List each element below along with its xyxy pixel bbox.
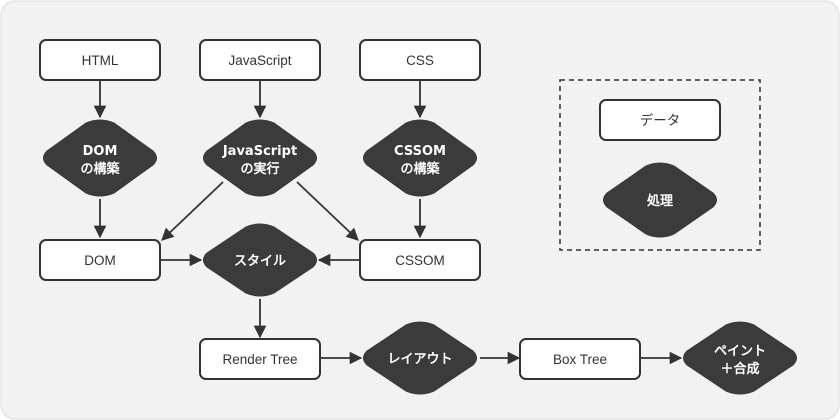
edges [93, 80, 683, 365]
legend-process-label: 処理 [646, 193, 673, 209]
node-js-exec-label-line2: の実行 [240, 161, 279, 177]
node-box-tree-label: Box Tree [553, 352, 607, 367]
node-cssom[interactable]: CSSOM [359, 239, 481, 281]
node-cssom-build-label-line2: の構築 [400, 161, 440, 177]
node-render-tree[interactable]: Render Tree [199, 338, 321, 380]
node-dom-build-label-line2: の構築 [80, 161, 120, 177]
node-render-tree-label: Render Tree [222, 352, 297, 367]
node-style-label: スタイル [234, 254, 286, 269]
node-js-exec[interactable]: JavaScript の実行 [203, 119, 317, 197]
node-style[interactable]: スタイル [203, 223, 317, 297]
node-cssom-label: CSSOM [395, 253, 445, 268]
legend-frame [559, 79, 761, 251]
node-layout[interactable]: レイアウト [363, 321, 477, 395]
edge-js-exec-to-dom [161, 181, 224, 241]
legend: データ 処理 [559, 79, 761, 251]
node-dom-build-label-line1: DOM [83, 144, 118, 159]
node-javascript[interactable]: JavaScript [199, 39, 321, 81]
node-css-label: CSS [406, 53, 434, 68]
edge-js-exec-to-cssom [296, 181, 359, 241]
node-html-label: HTML [82, 53, 119, 68]
node-js-exec-label-line1: JavaScript [222, 144, 297, 159]
node-html[interactable]: HTML [39, 39, 161, 81]
node-box-tree[interactable]: Box Tree [519, 338, 641, 380]
node-layout-label: レイアウト [387, 352, 452, 367]
node-cssom-build-label-line1: CSSOM [394, 144, 446, 159]
legend-data-label: データ [640, 112, 681, 128]
node-paint-composite-label-line1: ペイント [714, 344, 766, 359]
node-dom-build[interactable]: DOM の構築 [43, 119, 157, 197]
legend-process-sample: 処理 [603, 162, 717, 238]
legend-data-sample: データ [599, 99, 721, 141]
node-paint-composite[interactable]: ペイント ＋合成 [683, 321, 797, 395]
node-dom-label: DOM [84, 253, 116, 268]
node-javascript-label: JavaScript [228, 53, 291, 68]
node-dom[interactable]: DOM [39, 239, 161, 281]
node-paint-composite-label-line2: ＋合成 [720, 361, 759, 377]
node-cssom-build[interactable]: CSSOM の構築 [363, 119, 477, 197]
node-css[interactable]: CSS [359, 39, 481, 81]
